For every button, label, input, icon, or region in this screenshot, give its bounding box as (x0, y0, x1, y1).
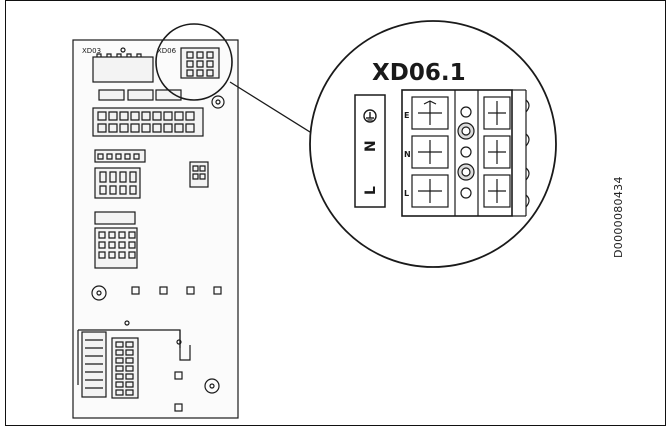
label-n: N (363, 140, 379, 152)
relay-block (94, 167, 141, 199)
label-l: L (363, 186, 379, 195)
zoom-title: XD06.1 (372, 60, 466, 86)
label-xd03: XD03 (82, 47, 101, 55)
document-id: D0000080434 (612, 176, 625, 258)
mounting-hole (91, 285, 107, 301)
side-mark-n: N (404, 150, 411, 159)
mounting-hole (211, 95, 225, 109)
highlight-circle (155, 23, 233, 101)
earth-symbol (363, 109, 377, 123)
dip-switch (111, 337, 139, 399)
mounting-hole (204, 378, 220, 394)
circuit-board: XD03 XD06 (72, 39, 239, 419)
leader-line (229, 81, 319, 138)
terminal-strip (92, 107, 204, 137)
label-xd06: XD06 (157, 47, 177, 55)
side-mark-e: E (404, 111, 409, 120)
connector-block (92, 56, 154, 83)
screw-hole (120, 47, 126, 53)
side-mark-l: L (404, 189, 409, 198)
zoom-detail: XD06.1 N L (309, 20, 557, 268)
